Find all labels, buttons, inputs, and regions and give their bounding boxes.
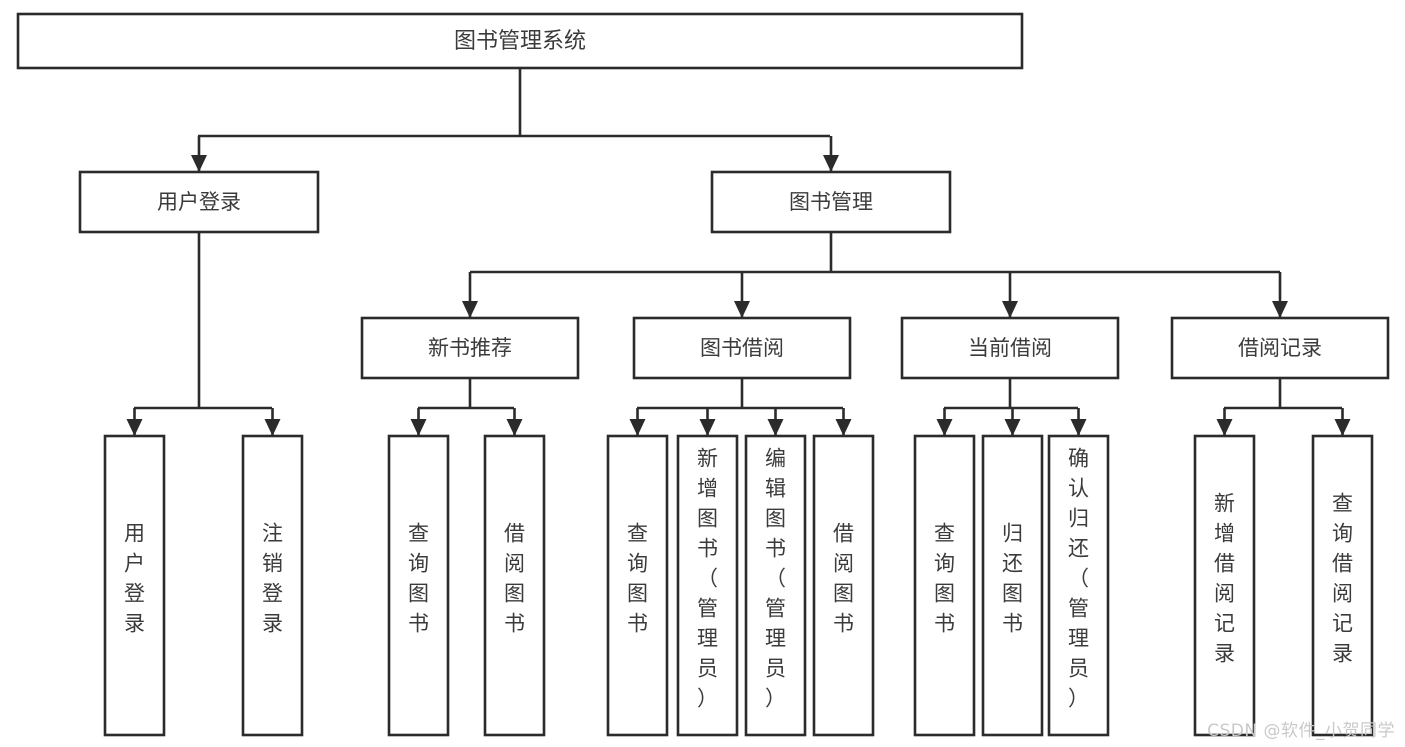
- node-leaf-1-注销登录[interactable]: 注销登录: [241, 434, 304, 737]
- node-leaf-2-查询图书-border: [387, 434, 450, 737]
- node-leaf-0-用户登录-label: 用户登录: [124, 522, 145, 636]
- node-leaf-10-确认归还管理员-border: [1047, 434, 1110, 737]
- node-leaf-11-新增借阅记录-border: [1193, 434, 1256, 737]
- node-leaf-9-归还图书[interactable]: 归还图书: [981, 434, 1044, 737]
- arrow-record-bus-0: [1216, 419, 1233, 436]
- node-root-图书管理系统[interactable]: 图书管理系统: [16, 12, 1024, 70]
- node-l3-借阅记录-label: 借阅记录: [1238, 336, 1322, 360]
- node-l3-当前借阅-label: 当前借阅: [968, 336, 1052, 360]
- arrow-manage-bus-2: [1002, 301, 1018, 318]
- connector-layer: [126, 68, 1351, 436]
- node-l3-新书推荐[interactable]: 新书推荐: [360, 316, 580, 380]
- node-leaf-2-查询图书[interactable]: 查询图书: [387, 434, 450, 737]
- arrow-current-bus-0: [936, 419, 953, 436]
- arrow-manage-bus-0: [462, 301, 478, 318]
- node-l3-当前借阅[interactable]: 当前借阅: [900, 316, 1120, 380]
- node-leaf-7-借阅图书-border: [812, 434, 875, 737]
- node-l2-用户登录-label: 用户登录: [157, 190, 241, 214]
- node-l3-图书借阅-border: [632, 316, 852, 380]
- node-leaf-6-编辑图书管理员[interactable]: 编辑图书（管理员）: [744, 434, 807, 737]
- node-l2-图书管理-label: 图书管理: [789, 190, 873, 214]
- node-leaf-8-查询图书-label: 查询图书: [934, 522, 955, 636]
- node-leaf-10-确认归还管理员-label: 确认归还（管理员）: [1068, 447, 1089, 711]
- node-leaf-5-新增图书管理员[interactable]: 新增图书（管理员）: [676, 434, 739, 737]
- node-leaf-5-新增图书管理员-border: [676, 434, 739, 737]
- node-leaf-3-借阅图书-label: 借阅图书: [504, 522, 525, 636]
- node-l2-图书管理-border: [710, 170, 952, 234]
- node-leaf-0-用户登录[interactable]: 用户登录: [103, 434, 166, 737]
- node-leaf-4-查询图书-border: [606, 434, 669, 737]
- arrow-borrow-bus-2: [767, 419, 784, 436]
- arrow-current-bus-1: [1004, 419, 1021, 436]
- node-leaf-3-借阅图书-border: [483, 434, 546, 737]
- node-layer: 图书管理系统用户登录图书管理新书推荐图书借阅当前借阅借阅记录用户登录注销登录查询…: [16, 12, 1390, 737]
- node-leaf-9-归还图书-border: [981, 434, 1044, 737]
- node-l3-新书推荐-border: [360, 316, 580, 380]
- node-root-图书管理系统-label: 图书管理系统: [454, 29, 586, 54]
- node-leaf-4-查询图书[interactable]: 查询图书: [606, 434, 669, 737]
- node-leaf-1-注销登录-label: 注销登录: [262, 522, 283, 636]
- node-leaf-9-归还图书-label: 归还图书: [1002, 522, 1023, 636]
- arrow-manage-bus-3: [1272, 301, 1288, 318]
- node-leaf-11-新增借阅记录[interactable]: 新增借阅记录: [1193, 434, 1256, 737]
- node-l2-用户登录-border: [78, 170, 320, 234]
- node-leaf-4-查询图书-label: 查询图书: [627, 522, 648, 636]
- node-leaf-11-新增借阅记录-label: 新增借阅记录: [1214, 492, 1235, 666]
- arrow-manage-bus-1: [734, 301, 750, 318]
- arrow-record-bus-1: [1334, 419, 1351, 436]
- node-leaf-12-查询借阅记录[interactable]: 查询借阅记录: [1311, 434, 1374, 737]
- node-leaf-6-编辑图书管理员-border: [744, 434, 807, 737]
- node-l3-借阅记录-border: [1170, 316, 1390, 380]
- arrow-root-bus-1: [823, 155, 839, 172]
- node-leaf-1-注销登录-border: [241, 434, 304, 737]
- arrow-root-bus-0: [191, 155, 207, 172]
- arrow-newbook-bus-0: [410, 419, 427, 436]
- node-l3-新书推荐-label: 新书推荐: [428, 336, 512, 360]
- node-leaf-7-借阅图书-label: 借阅图书: [833, 522, 854, 636]
- node-l3-当前借阅-border: [900, 316, 1120, 380]
- arrow-borrow-bus-1: [699, 419, 716, 436]
- node-leaf-5-新增图书管理员-label: 新增图书（管理员）: [697, 447, 718, 711]
- node-leaf-6-编辑图书管理员-label: 编辑图书（管理员）: [765, 447, 786, 711]
- node-l3-借阅记录[interactable]: 借阅记录: [1170, 316, 1390, 380]
- arrow-newbook-bus-1: [506, 419, 523, 436]
- node-leaf-7-借阅图书[interactable]: 借阅图书: [812, 434, 875, 737]
- arrow-login-bus-1: [264, 419, 281, 436]
- node-l3-图书借阅[interactable]: 图书借阅: [632, 316, 852, 380]
- arrow-current-bus-2: [1070, 419, 1087, 436]
- node-leaf-2-查询图书-label: 查询图书: [408, 522, 429, 636]
- node-leaf-8-查询图书[interactable]: 查询图书: [913, 434, 976, 737]
- node-leaf-8-查询图书-border: [913, 434, 976, 737]
- arrow-borrow-bus-3: [835, 419, 852, 436]
- node-leaf-12-查询借阅记录-label: 查询借阅记录: [1332, 492, 1353, 666]
- node-leaf-12-查询借阅记录-border: [1311, 434, 1374, 737]
- arrow-borrow-bus-0: [629, 419, 646, 436]
- node-l3-图书借阅-label: 图书借阅: [700, 336, 784, 360]
- node-root-图书管理系统-border: [16, 12, 1024, 70]
- node-leaf-3-借阅图书[interactable]: 借阅图书: [483, 434, 546, 737]
- watermark-text: CSDN @软件_小贺同学: [1207, 721, 1395, 741]
- node-l2-图书管理[interactable]: 图书管理: [710, 170, 952, 234]
- arrow-login-bus-0: [126, 419, 143, 436]
- node-l2-用户登录[interactable]: 用户登录: [78, 170, 320, 234]
- node-leaf-10-确认归还管理员[interactable]: 确认归还（管理员）: [1047, 434, 1110, 737]
- node-leaf-0-用户登录-border: [103, 434, 166, 737]
